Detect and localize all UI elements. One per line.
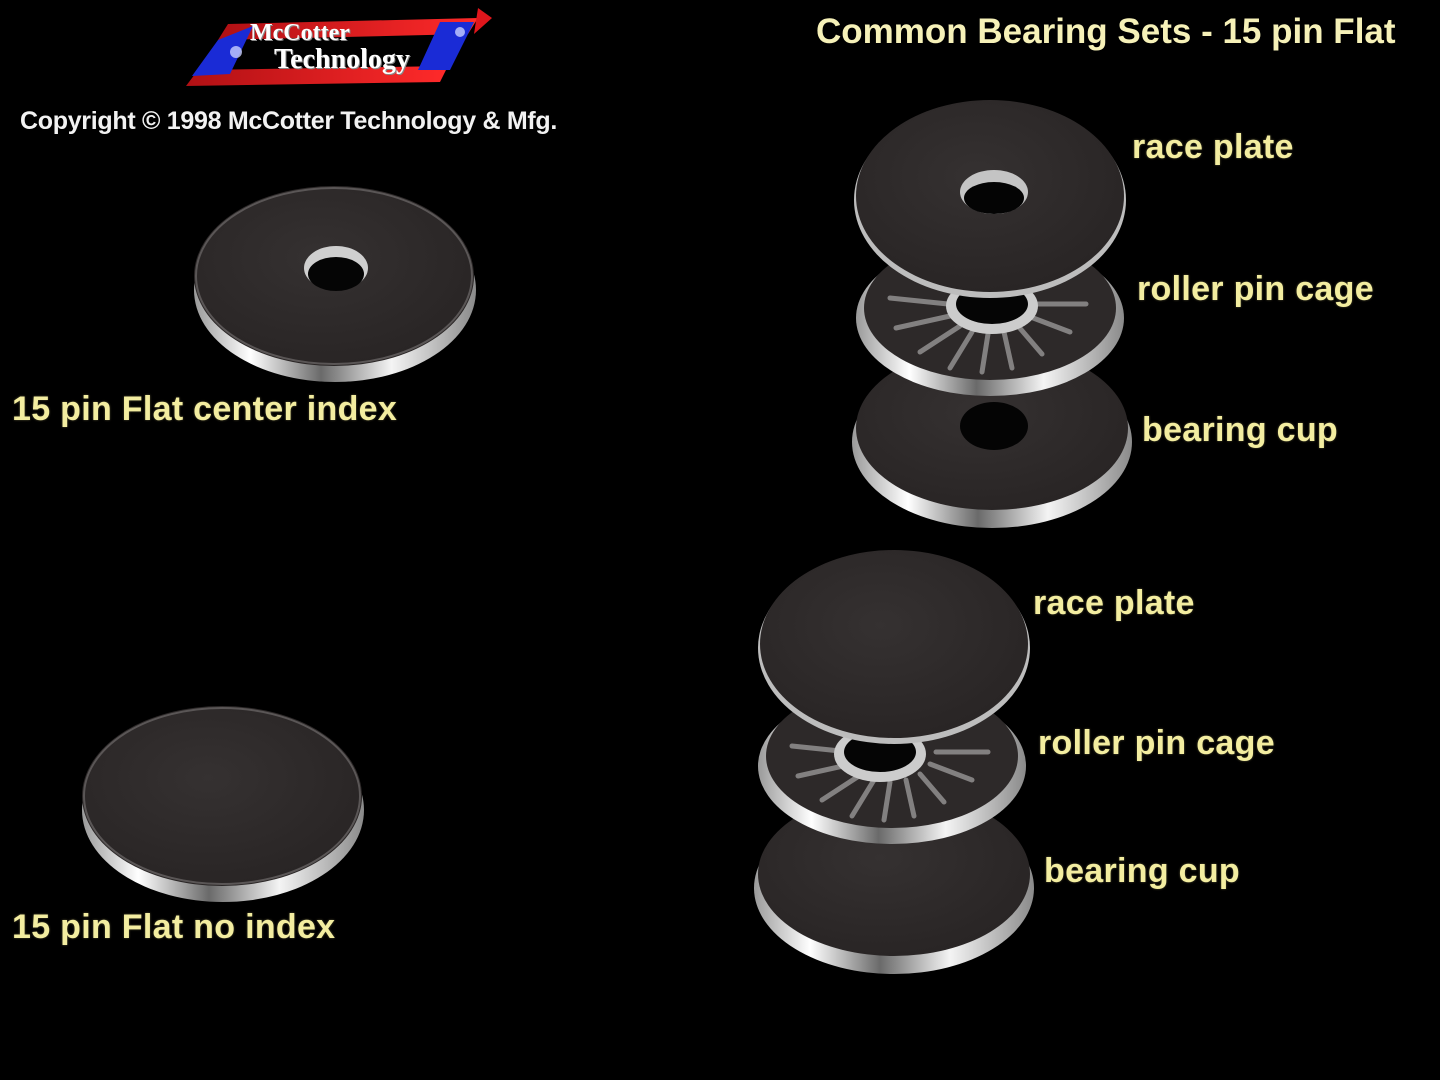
center-index-disc-icon [194,186,476,382]
label-center-index: 15 pin Flat center index [12,390,398,428]
label-bearing-cup-2: bearing cup [1044,852,1240,890]
logo-banner-icon [186,8,492,86]
label-race-plate-1: race plate [1132,128,1294,166]
label-bearing-cup-1: bearing cup [1142,411,1338,449]
logo-line1: McCotter [250,20,350,46]
page-title: Common Bearing Sets - 15 pin Flat [816,12,1396,51]
no-index-disc-icon [82,706,364,902]
copyright-text: Copyright © 1998 McCotter Technology & M… [20,107,558,135]
label-race-plate-2: race plate [1033,584,1195,622]
mccotter-logo: McCotter Technology [178,4,492,94]
bearing-set-2-icon [754,550,1034,974]
logo-line2: Technology [274,44,410,75]
bearing-set-1-icon [852,100,1132,528]
label-roller-pin-cage-1: roller pin cage [1137,270,1374,308]
label-no-index: 15 pin Flat no index [12,908,336,946]
label-roller-pin-cage-2: roller pin cage [1038,724,1275,762]
